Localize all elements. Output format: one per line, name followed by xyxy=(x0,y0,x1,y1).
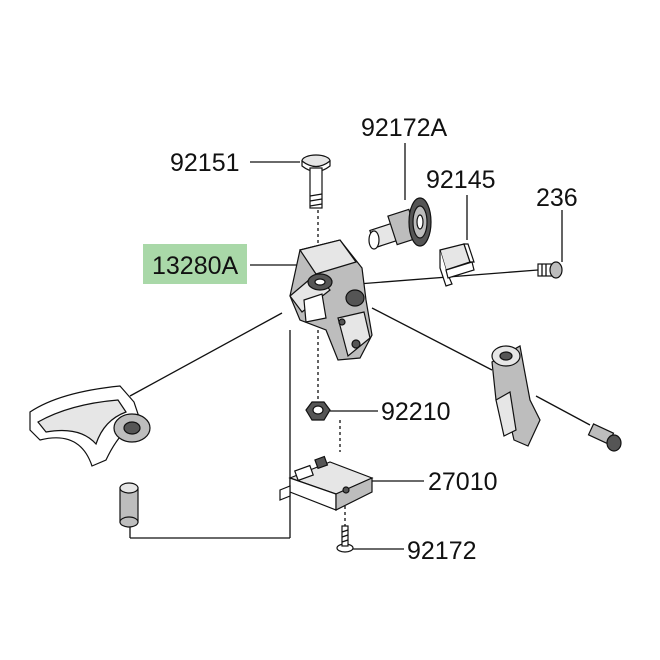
callout-92172: 92172 xyxy=(407,537,477,565)
bolt-236-icon xyxy=(537,261,563,279)
spring-clip-92145-icon xyxy=(439,243,475,287)
callout-236: 236 xyxy=(536,184,578,212)
screw-92172-icon xyxy=(336,525,354,553)
nut-92210-icon xyxy=(305,401,331,421)
callout-92145: 92145 xyxy=(426,166,496,194)
brake-lever-icon xyxy=(29,385,151,467)
switch-27010-icon xyxy=(279,455,374,511)
callout-92151: 92151 xyxy=(170,149,240,177)
gear-adjuster-92172A-icon xyxy=(368,197,432,250)
bushing-icon xyxy=(119,482,139,528)
bolt-92151-icon xyxy=(301,154,331,209)
handlebar-clamp-icon xyxy=(491,345,541,447)
clamp-screw-icon xyxy=(587,423,622,452)
lever-holder-13280A-icon xyxy=(289,239,373,361)
label-highlight-13280A xyxy=(143,244,247,284)
callout-13280A: 13280A xyxy=(152,252,239,280)
callout-27010: 27010 xyxy=(428,468,498,496)
callout-92210: 92210 xyxy=(381,398,451,426)
callout-92172A: 92172A xyxy=(361,114,448,142)
leader-lines xyxy=(129,143,591,550)
